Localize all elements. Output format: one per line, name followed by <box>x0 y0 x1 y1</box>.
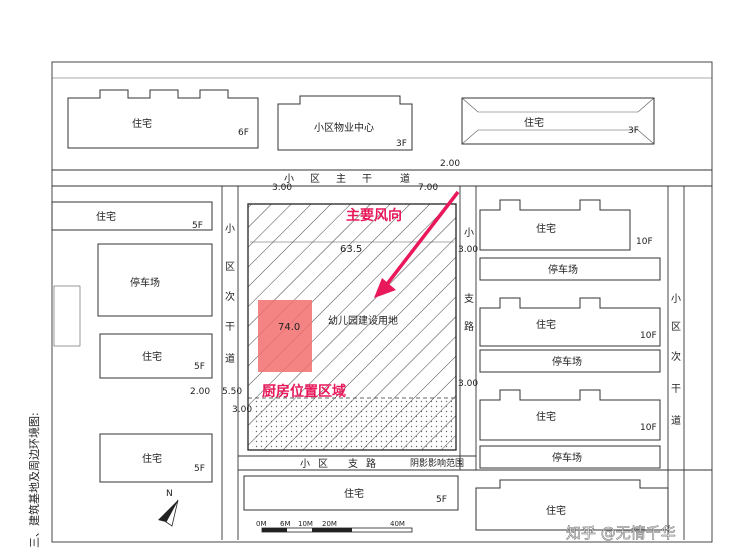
residential-right-1 <box>479 199 631 251</box>
roof-line-bottom <box>461 129 655 145</box>
site-height-dim: 74.0 <box>278 322 300 333</box>
label-residential-left-3: 住宅 <box>142 452 162 465</box>
label-parking-right-2: 停车场 <box>552 355 582 368</box>
right-road-char-4: 干 <box>671 384 681 395</box>
scale-10: 10M <box>298 520 313 528</box>
dim-5: 3.00 <box>232 405 252 415</box>
label-residential-left-2: 住宅 <box>142 350 162 363</box>
dim-2: 7.00 <box>418 183 438 193</box>
watermark: 知乎 @无情千华 <box>566 524 676 542</box>
floors-right-1: 10F <box>636 237 653 247</box>
residential-top-right <box>461 97 655 145</box>
label-residential-top-right: 住宅 <box>524 116 544 129</box>
label-property-center: 小区物业中心 <box>314 121 374 134</box>
small-building <box>53 285 81 347</box>
shadow-area <box>252 398 452 450</box>
wind-label: 主要风向 <box>346 207 402 224</box>
scale-6: 6M <box>280 520 291 528</box>
floors-right-3: 10F <box>640 423 657 433</box>
parking-right-1 <box>479 257 661 281</box>
north-label: N <box>166 489 173 499</box>
wind-arrow-line <box>382 190 460 290</box>
dim-3: 2.00 <box>440 159 460 169</box>
right-branch-char-3: 路 <box>464 320 474 333</box>
left-road-char-1: 小 <box>225 223 235 235</box>
scale-bar <box>261 527 413 533</box>
label-residential-bottom-right: 住宅 <box>546 504 566 517</box>
bottom-road-char-2: 区 <box>318 458 328 470</box>
right-road-char-2: 区 <box>671 321 681 333</box>
label-residential-top-left: 住宅 <box>132 117 152 130</box>
left-road-char-2: 区 <box>225 261 235 273</box>
parking-right-2 <box>479 349 661 373</box>
main-road-char-1: 小 <box>284 173 294 185</box>
main-road-char-3: 主 <box>336 173 346 185</box>
right-road-char-5: 道 <box>671 414 681 427</box>
side-title: 三、建筑基地及周边环境图: <box>27 412 41 548</box>
kitchen-area <box>258 300 312 372</box>
left-road-char-4: 干 <box>225 322 235 333</box>
dim-4: 5.50 <box>222 387 242 397</box>
bottom-road-char-1: 小 <box>300 458 310 470</box>
label-residential-left-1: 住宅 <box>96 210 116 223</box>
right-road-char-1: 小 <box>671 293 681 305</box>
residential-top-left <box>67 89 259 149</box>
site-label: 幼儿园建设用地 <box>328 314 398 327</box>
site-width-dim: 63.5 <box>340 244 362 255</box>
property-center-building <box>277 95 413 151</box>
floors-bottom: 5F <box>436 495 447 505</box>
floors-left-3: 5F <box>194 464 205 474</box>
label-residential-right-1: 住宅 <box>536 222 556 235</box>
wind-arrow-head <box>374 278 396 298</box>
floors-left-1: 5F <box>192 221 203 231</box>
north-arrow-icon <box>158 499 179 527</box>
label-residential-right-2: 住宅 <box>536 318 556 331</box>
scale-40: 40M <box>390 520 405 528</box>
label-residential-bottom: 住宅 <box>344 487 364 500</box>
shadow-label: 阴影影响范围 <box>410 457 464 469</box>
right-branch-char-2: 支 <box>464 293 474 305</box>
bottom-road-char-3: 支 <box>348 458 358 470</box>
dim-7: 3.00 <box>458 379 478 389</box>
floors-top-right: 3F <box>628 126 639 136</box>
residential-bottom-right <box>475 479 669 531</box>
residential-bottom <box>243 475 459 511</box>
dim-8: 2.00 <box>190 387 210 397</box>
dim-1: 3.00 <box>272 183 292 193</box>
label-parking-right-3: 停车场 <box>552 451 582 464</box>
floors-top-left: 6F <box>238 128 249 138</box>
main-road-char-5: 道 <box>400 172 410 185</box>
main-road-char-4: 干 <box>362 174 372 185</box>
floors-property-center: 3F <box>396 139 407 149</box>
label-parking-left: 停车场 <box>130 276 160 289</box>
residential-left-2 <box>99 333 213 379</box>
label-parking-right-1: 停车场 <box>548 263 578 276</box>
floors-left-2: 5F <box>194 362 205 372</box>
kitchen-label: 厨房位置区域 <box>262 383 346 400</box>
right-branch-char-1: 小 <box>464 227 474 239</box>
label-residential-right-3: 住宅 <box>536 410 556 423</box>
scale-0: 0M <box>256 520 267 528</box>
dim-6: 3.00 <box>458 245 478 255</box>
left-road-char-3: 次 <box>225 290 235 303</box>
residential-right-2 <box>479 297 661 347</box>
roof-line <box>461 97 655 113</box>
map-border <box>51 61 713 543</box>
bottom-road-char-4: 路 <box>366 457 376 470</box>
right-road-char-3: 次 <box>671 350 681 363</box>
scale-20: 20M <box>322 520 337 528</box>
left-road-char-5: 道 <box>225 352 235 365</box>
main-road-char-2: 区 <box>310 173 320 185</box>
parking-right-3 <box>479 445 661 469</box>
floors-right-2: 10F <box>640 331 657 341</box>
residential-left-3 <box>99 433 213 483</box>
residential-left-1 <box>51 201 213 231</box>
parking-left <box>97 243 213 317</box>
residential-right-3 <box>479 389 661 441</box>
